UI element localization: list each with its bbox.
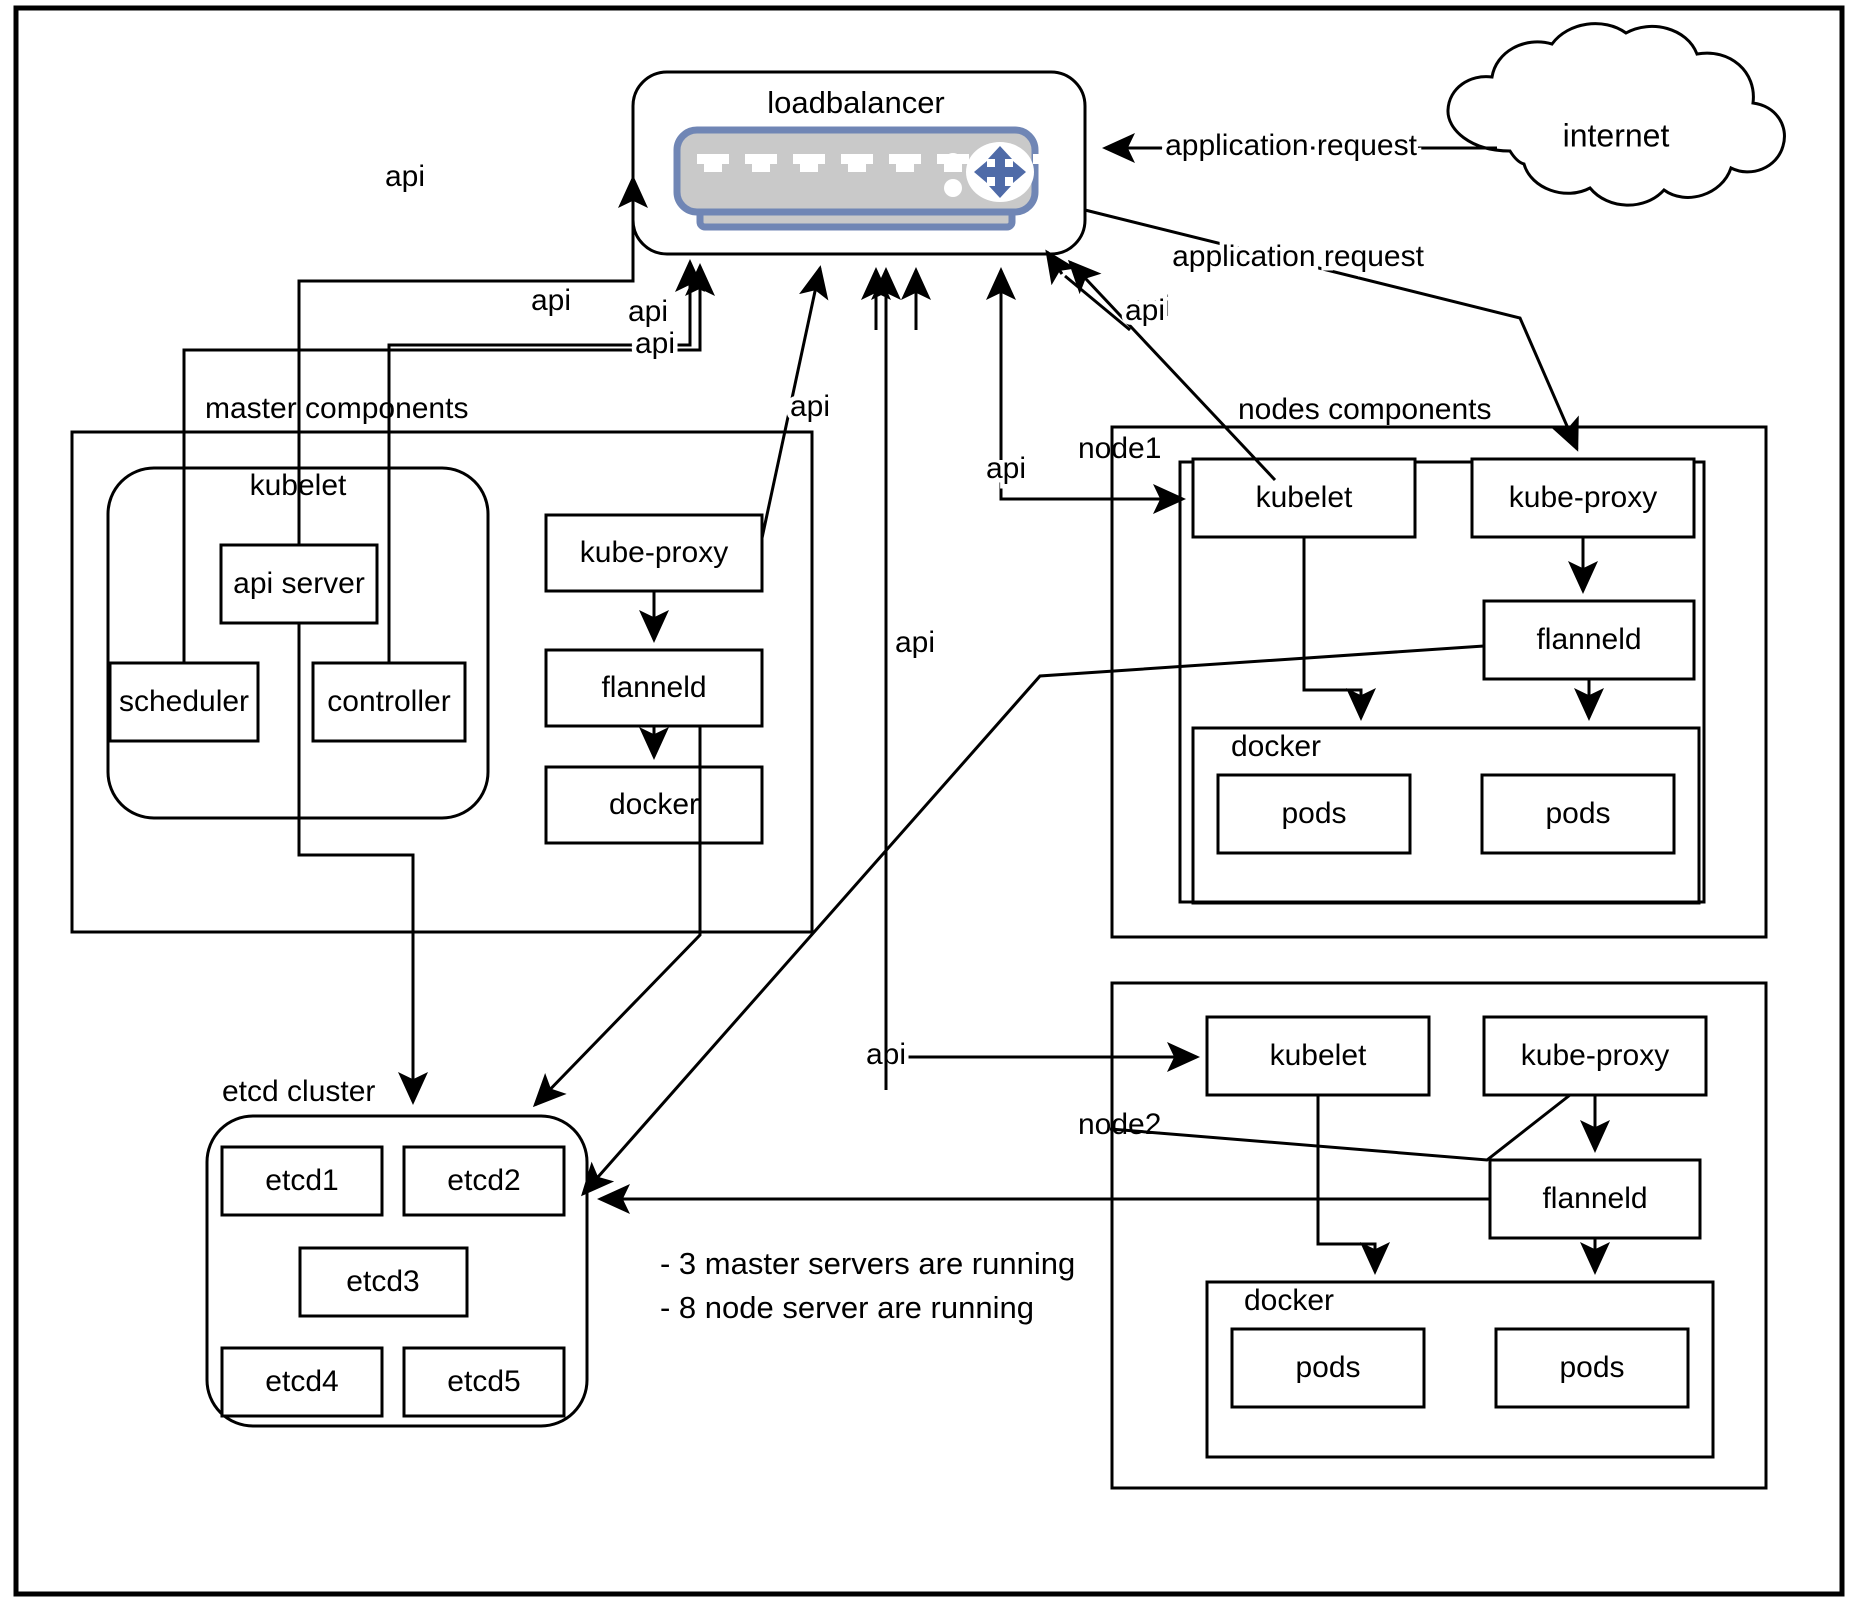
node1-kube-proxy-label: kube-proxy: [1509, 481, 1657, 514]
node2-docker-box: [1205, 1280, 1715, 1459]
master-kube-proxy-label: kube-proxy: [580, 536, 728, 569]
node1-pods-label: pods: [1545, 797, 1610, 830]
master-flanneld-label: flanneld: [601, 671, 706, 704]
node1-group: node1 kubelet kube-proxy flanneld docker…: [1078, 432, 1706, 905]
node2-pods-box: [1230, 1327, 1426, 1409]
edge-node2-kubelet-docker: [1316, 1095, 1390, 1275]
node1-pods-box: [1480, 773, 1676, 855]
node2-group: node2 kubelet kube-proxy flanneld docker…: [1078, 981, 1768, 1490]
etcd4-label: etcd4: [265, 1365, 338, 1398]
load-distribution-glyph: [974, 146, 1026, 198]
master-docker-label: docker: [609, 788, 699, 821]
edge-apiserver-to-loadbalancer-1: [297, 175, 648, 545]
node1-kubelet-label: kubelet: [1256, 481, 1353, 514]
node1-pods-box: [1216, 773, 1412, 855]
edge-controller-to-loadbalancer: [387, 259, 705, 663]
etcd-member-box: [298, 1246, 469, 1318]
note-line-2: - 8 node server are running: [660, 1290, 1034, 1325]
edge-node1-kubelet-to-loadbalancer: [1067, 259, 1277, 482]
edge-node2-kubeproxy-to-left: [1109, 1093, 1571, 1162]
etcd-member-box: [402, 1346, 566, 1418]
etcd-member-box: [220, 1346, 384, 1418]
notes-block: - 3 master servers are running - 8 node …: [660, 1246, 1075, 1325]
loadbalancer-led-upper: [944, 153, 962, 171]
node1-flanneld-box: [1482, 599, 1696, 681]
edge-node-to-loadbalancer-api: [1045, 249, 1077, 286]
node1-pods-label: pods: [1281, 797, 1346, 830]
etcd1-label: etcd1: [265, 1164, 338, 1197]
etcd-member-box: [220, 1145, 384, 1217]
master-flanneld-box: [544, 648, 764, 728]
node2-kubelet-label: kubelet: [1270, 1039, 1367, 1072]
cloud-icon: [1446, 22, 1786, 207]
master-components-box: [70, 430, 814, 934]
controller-box: [311, 661, 467, 743]
controller-label: controller: [327, 685, 450, 718]
etcd2-label: etcd2: [447, 1164, 520, 1197]
node1-docker-label: docker: [1231, 730, 1321, 763]
internet-node: internet: [1446, 22, 1786, 207]
etcd-cluster-group: etcd cluster etcd1 etcd2 etcd3 etcd4 etc…: [205, 1075, 589, 1428]
loadbalancer-container: [631, 70, 1087, 256]
etcd3-label: etcd3: [346, 1265, 419, 1298]
edge-node-to-loadbalancer-diagonal: [1064, 274, 1131, 332]
node2-flanneld-label: flanneld: [1542, 1182, 1647, 1215]
etcd-member-box: [402, 1145, 566, 1217]
edge-label-api: api: [790, 390, 830, 423]
etcd5-label: etcd5: [447, 1365, 520, 1398]
edge-label-api: api: [1130, 290, 1170, 323]
edge-label-api: api: [531, 284, 571, 317]
scheduler-label: scheduler: [119, 685, 249, 718]
api-server-label: api server: [233, 567, 365, 600]
node2-label: node2: [1078, 1108, 1161, 1141]
loadbalancer-node: loadbalancer: [631, 70, 1087, 256]
master-components-label: master components: [205, 392, 468, 425]
edge-api-to-node2-kubelet: [884, 1042, 1200, 1090]
node2-pods-label: pods: [1295, 1351, 1360, 1384]
master-docker-box: [544, 765, 764, 845]
node2-kube-proxy-label: kube-proxy: [1521, 1039, 1669, 1072]
node1-flanneld-label: flanneld: [1536, 623, 1641, 656]
etcd-cluster-label: etcd cluster: [222, 1075, 375, 1108]
nodes-components-label: nodes components: [1238, 393, 1492, 426]
etcd-cluster-box: [205, 1114, 589, 1428]
node2-pods-box: [1494, 1327, 1690, 1409]
node1-kube-proxy-box: [1470, 457, 1696, 539]
node2-pods-label: pods: [1559, 1351, 1624, 1384]
node2-docker-label: docker: [1244, 1284, 1334, 1317]
nodes-components-group: nodes components node1 kubelet kube-prox…: [1078, 393, 1768, 1490]
edge-label-api: api: [986, 452, 1026, 485]
edge-api-to-node1-kubelet: [999, 460, 1186, 514]
edge-node1-flanneld-to-etcd: [581, 644, 1485, 1197]
edge-label-api: api: [1125, 294, 1165, 327]
edge-loadbalancer-to-node1-kubeproxy: [1084, 208, 1579, 452]
node2-box: [1110, 981, 1768, 1490]
loadbalancer-led-lower: [944, 179, 962, 197]
master-components-group: master components kubelet api server sch…: [70, 392, 814, 934]
node1-kubelet-box: [1191, 457, 1417, 539]
edge-label-api: api: [895, 626, 935, 659]
internet-label: internet: [1563, 117, 1670, 153]
edge-scheduler-to-loadbalancer: [182, 263, 715, 663]
node2-kube-proxy-box: [1482, 1015, 1708, 1097]
node2-flanneld-box: [1488, 1158, 1702, 1240]
edge-master-kubeproxy-to-loadbalancer: [760, 265, 829, 539]
edge-label-api: api: [628, 295, 668, 328]
edge-label-api: api: [385, 160, 425, 193]
node1-docker-box: [1191, 726, 1701, 905]
nodes-components-box: [1110, 425, 1768, 939]
node1-label: node1: [1078, 432, 1161, 465]
note-line-1: - 3 master servers are running: [660, 1246, 1075, 1281]
edge-label-application-request: application request: [1165, 129, 1418, 162]
edge-node1-kubelet-docker: [1302, 537, 1376, 721]
edge-label-application-request: application request: [1172, 240, 1425, 273]
loadbalancer-title: loadbalancer: [767, 85, 945, 120]
edge-apiserver-to-etcd: [297, 623, 428, 1105]
edge-label-api: api: [635, 327, 675, 360]
edge-master-flanneld-to-etcd: [532, 726, 702, 1108]
diagram-frame: [13, 5, 1845, 1597]
network-loadbalancer-appliance-icon: [673, 126, 1065, 231]
